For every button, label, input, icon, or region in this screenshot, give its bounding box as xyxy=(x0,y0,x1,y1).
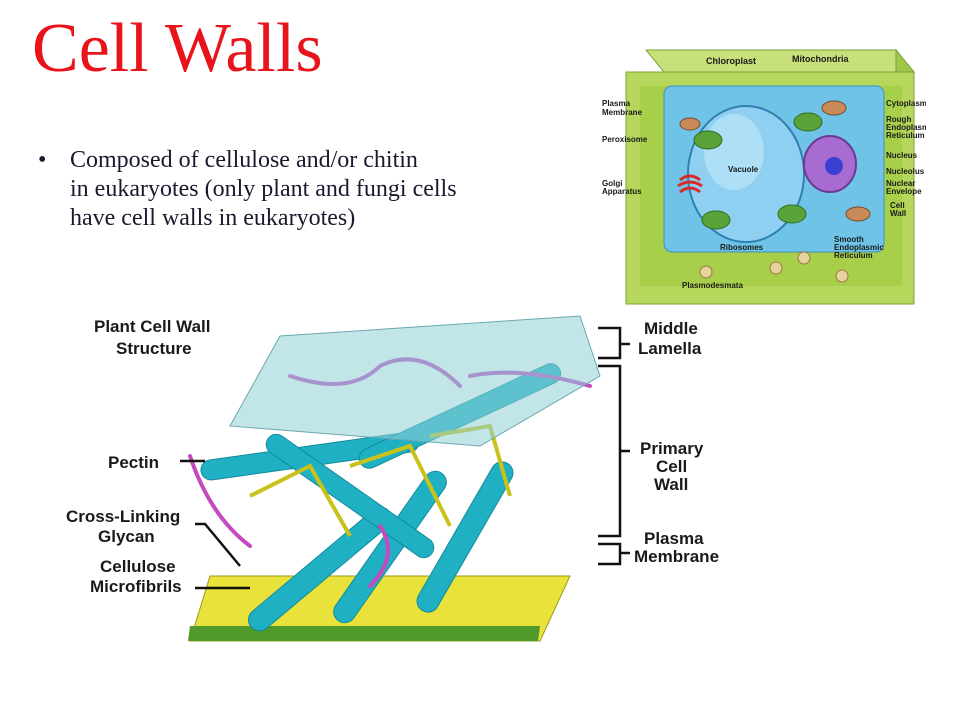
mitochondria-shape xyxy=(845,206,871,222)
plasma-membrane-lower xyxy=(188,626,540,641)
label-nucleus: Nucleus xyxy=(886,151,918,160)
vacuole-highlight xyxy=(704,114,764,190)
mitochondria-shape xyxy=(679,117,701,131)
plasmodesma-shape xyxy=(797,251,811,265)
label-smooth-er-2: Endoplasmic xyxy=(834,243,884,252)
label-wall-title-2: Structure xyxy=(116,339,192,358)
plant-cell-diagram: Chloroplast Mitochondria Plasma Membrane… xyxy=(602,48,926,305)
bullet-line-3: have cell walls in eukaryotes) xyxy=(70,205,356,231)
label-golgi-1: Golgi xyxy=(602,179,622,188)
layer-brackets xyxy=(598,326,630,566)
plasmodesma-shape xyxy=(769,261,783,275)
chloroplast-shape xyxy=(777,204,807,224)
label-plasma-membrane-1: Plasma xyxy=(602,99,631,108)
chloroplast-shape xyxy=(701,210,731,230)
cell-wall-top xyxy=(644,49,916,73)
label-nuclear-envelope-1: Nuclear xyxy=(886,179,915,188)
label-middle-lamella-1: Middle xyxy=(644,319,698,338)
label-cellulose-1: Cellulose xyxy=(100,557,176,576)
label-rough-er-3: Reticulum xyxy=(886,131,925,140)
label-plasmodesmata: Plasmodesmata xyxy=(682,281,743,290)
bullet-line-2: in eukaryotes (only plant and fungi cell… xyxy=(70,176,457,202)
label-nucleolus: Nucleolus xyxy=(886,167,925,176)
golgi-shape xyxy=(677,174,703,194)
cell-wall-structure-diagram: Plant Cell Wall Structure Pectin Cross-L… xyxy=(66,315,719,642)
label-plasma-membrane-2: Membrane xyxy=(602,108,643,117)
label-cytoplasm: Cytoplasm xyxy=(886,99,926,108)
plasmodesma-shape xyxy=(699,265,713,279)
label-golgi-2: Apparatus xyxy=(602,187,642,196)
chloroplast-shape xyxy=(793,112,823,132)
middle-lamella-sheet xyxy=(229,315,601,447)
label-plasma-membrane-1: Plasma xyxy=(644,529,704,548)
leader-lines xyxy=(180,459,250,590)
label-cell-wall-1: Cell xyxy=(890,201,905,210)
label-pectin: Pectin xyxy=(108,453,159,472)
label-plasma-membrane-2: Membrane xyxy=(634,547,719,566)
label-cellulose-2: Microfibrils xyxy=(90,577,182,596)
label-chloroplast: Chloroplast xyxy=(706,56,756,66)
chloroplast-shape xyxy=(693,130,723,150)
label-wall-title-1: Plant Cell Wall xyxy=(94,317,211,336)
label-smooth-er-3: Reticulum xyxy=(834,251,873,260)
label-smooth-er-1: Smooth xyxy=(834,235,864,244)
label-rough-er-2: Endoplasmic xyxy=(886,123,926,132)
bullet-text: Composed of cellulose and/or chitin in e… xyxy=(70,146,570,233)
label-nuclear-envelope-2: Envelope xyxy=(886,187,922,196)
mitochondria-shape xyxy=(821,100,847,116)
bullet-dot: • xyxy=(38,147,47,173)
bullet-line-1: Composed of cellulose and/or chitin xyxy=(70,147,418,173)
label-middle-lamella-2: Lamella xyxy=(638,339,702,358)
label-primary-wall-3: Wall xyxy=(654,475,688,494)
label-cell-wall-2: Wall xyxy=(890,209,906,218)
label-ribosomes: Ribosomes xyxy=(720,243,764,252)
label-peroxisome: Peroxisome xyxy=(602,135,648,144)
nucleolus-shape xyxy=(825,157,843,175)
label-cross-linking-1: Cross-Linking xyxy=(66,507,180,526)
label-rough-er-1: Rough xyxy=(886,115,911,124)
label-primary-wall-2: Cell xyxy=(656,457,687,476)
plasmodesma-shape xyxy=(835,269,849,283)
label-cross-linking-2: Glycan xyxy=(98,527,155,546)
label-vacuole: Vacuole xyxy=(728,165,759,174)
label-mitochondria: Mitochondria xyxy=(792,54,849,64)
label-primary-wall-1: Primary xyxy=(640,439,704,458)
slide-title: Cell Walls xyxy=(32,10,323,87)
